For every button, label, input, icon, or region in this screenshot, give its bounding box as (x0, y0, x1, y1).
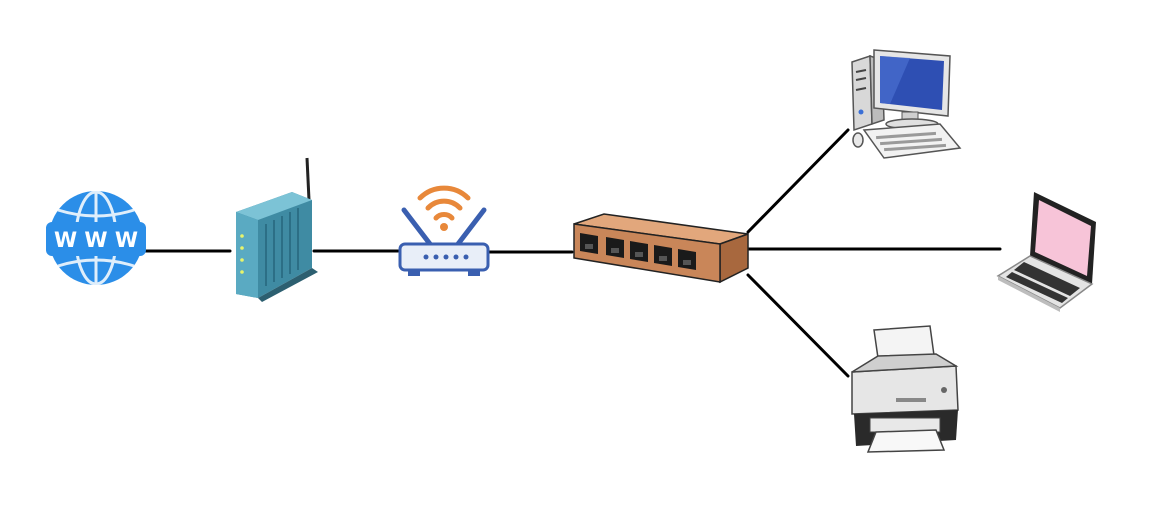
wifi-router-icon (398, 185, 490, 276)
link-switch-printer (746, 273, 850, 378)
link-switch-desktop (746, 128, 850, 234)
laptop-icon (996, 192, 1096, 312)
printer-icon (851, 325, 959, 453)
modem-icon (236, 157, 318, 302)
connections (142, 128, 1002, 378)
switch-icon (573, 213, 749, 284)
desktop-computer-icon (851, 49, 962, 159)
globe-icon: W W W (46, 190, 146, 286)
globe-label: W W W (54, 228, 138, 252)
